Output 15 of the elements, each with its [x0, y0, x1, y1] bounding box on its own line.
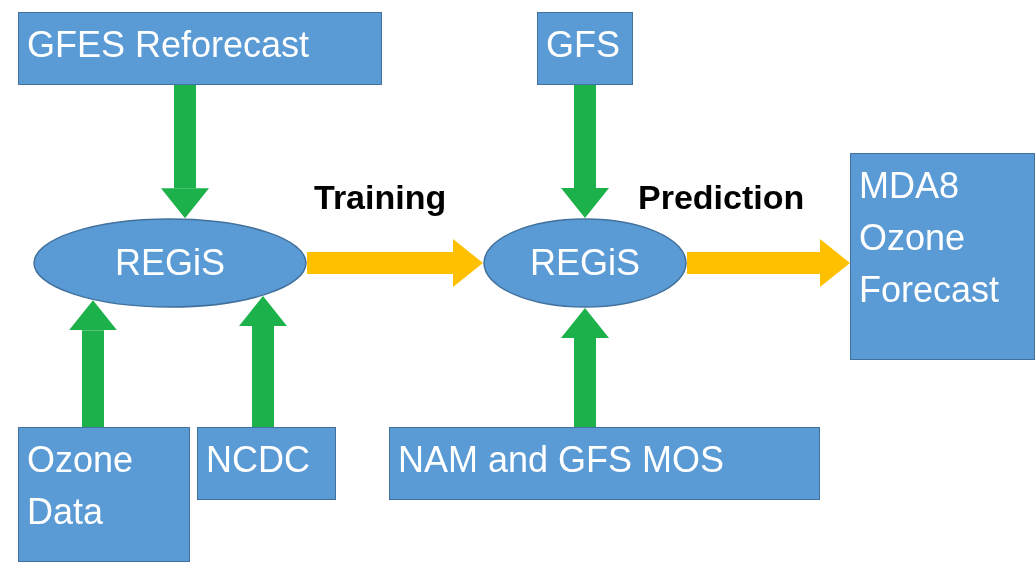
arrow [307, 239, 483, 287]
output-box: MDA8 Ozone Forecast [850, 153, 1035, 360]
data-source-box: GFES Reforecast [18, 12, 382, 85]
arrow [161, 85, 209, 219]
data-source-box: NAM and GFS MOS [389, 427, 820, 500]
model-ellipse: REGiS [483, 218, 687, 308]
arrow [687, 239, 850, 287]
data-source-box: NCDC [197, 427, 336, 500]
model-ellipse: REGiS [33, 218, 307, 308]
arrow [69, 300, 117, 427]
arrow [239, 296, 287, 427]
arrow [561, 85, 609, 218]
arrow [561, 308, 609, 427]
data-source-box: GFS [537, 12, 633, 85]
data-source-box: Ozone Data [18, 427, 190, 562]
